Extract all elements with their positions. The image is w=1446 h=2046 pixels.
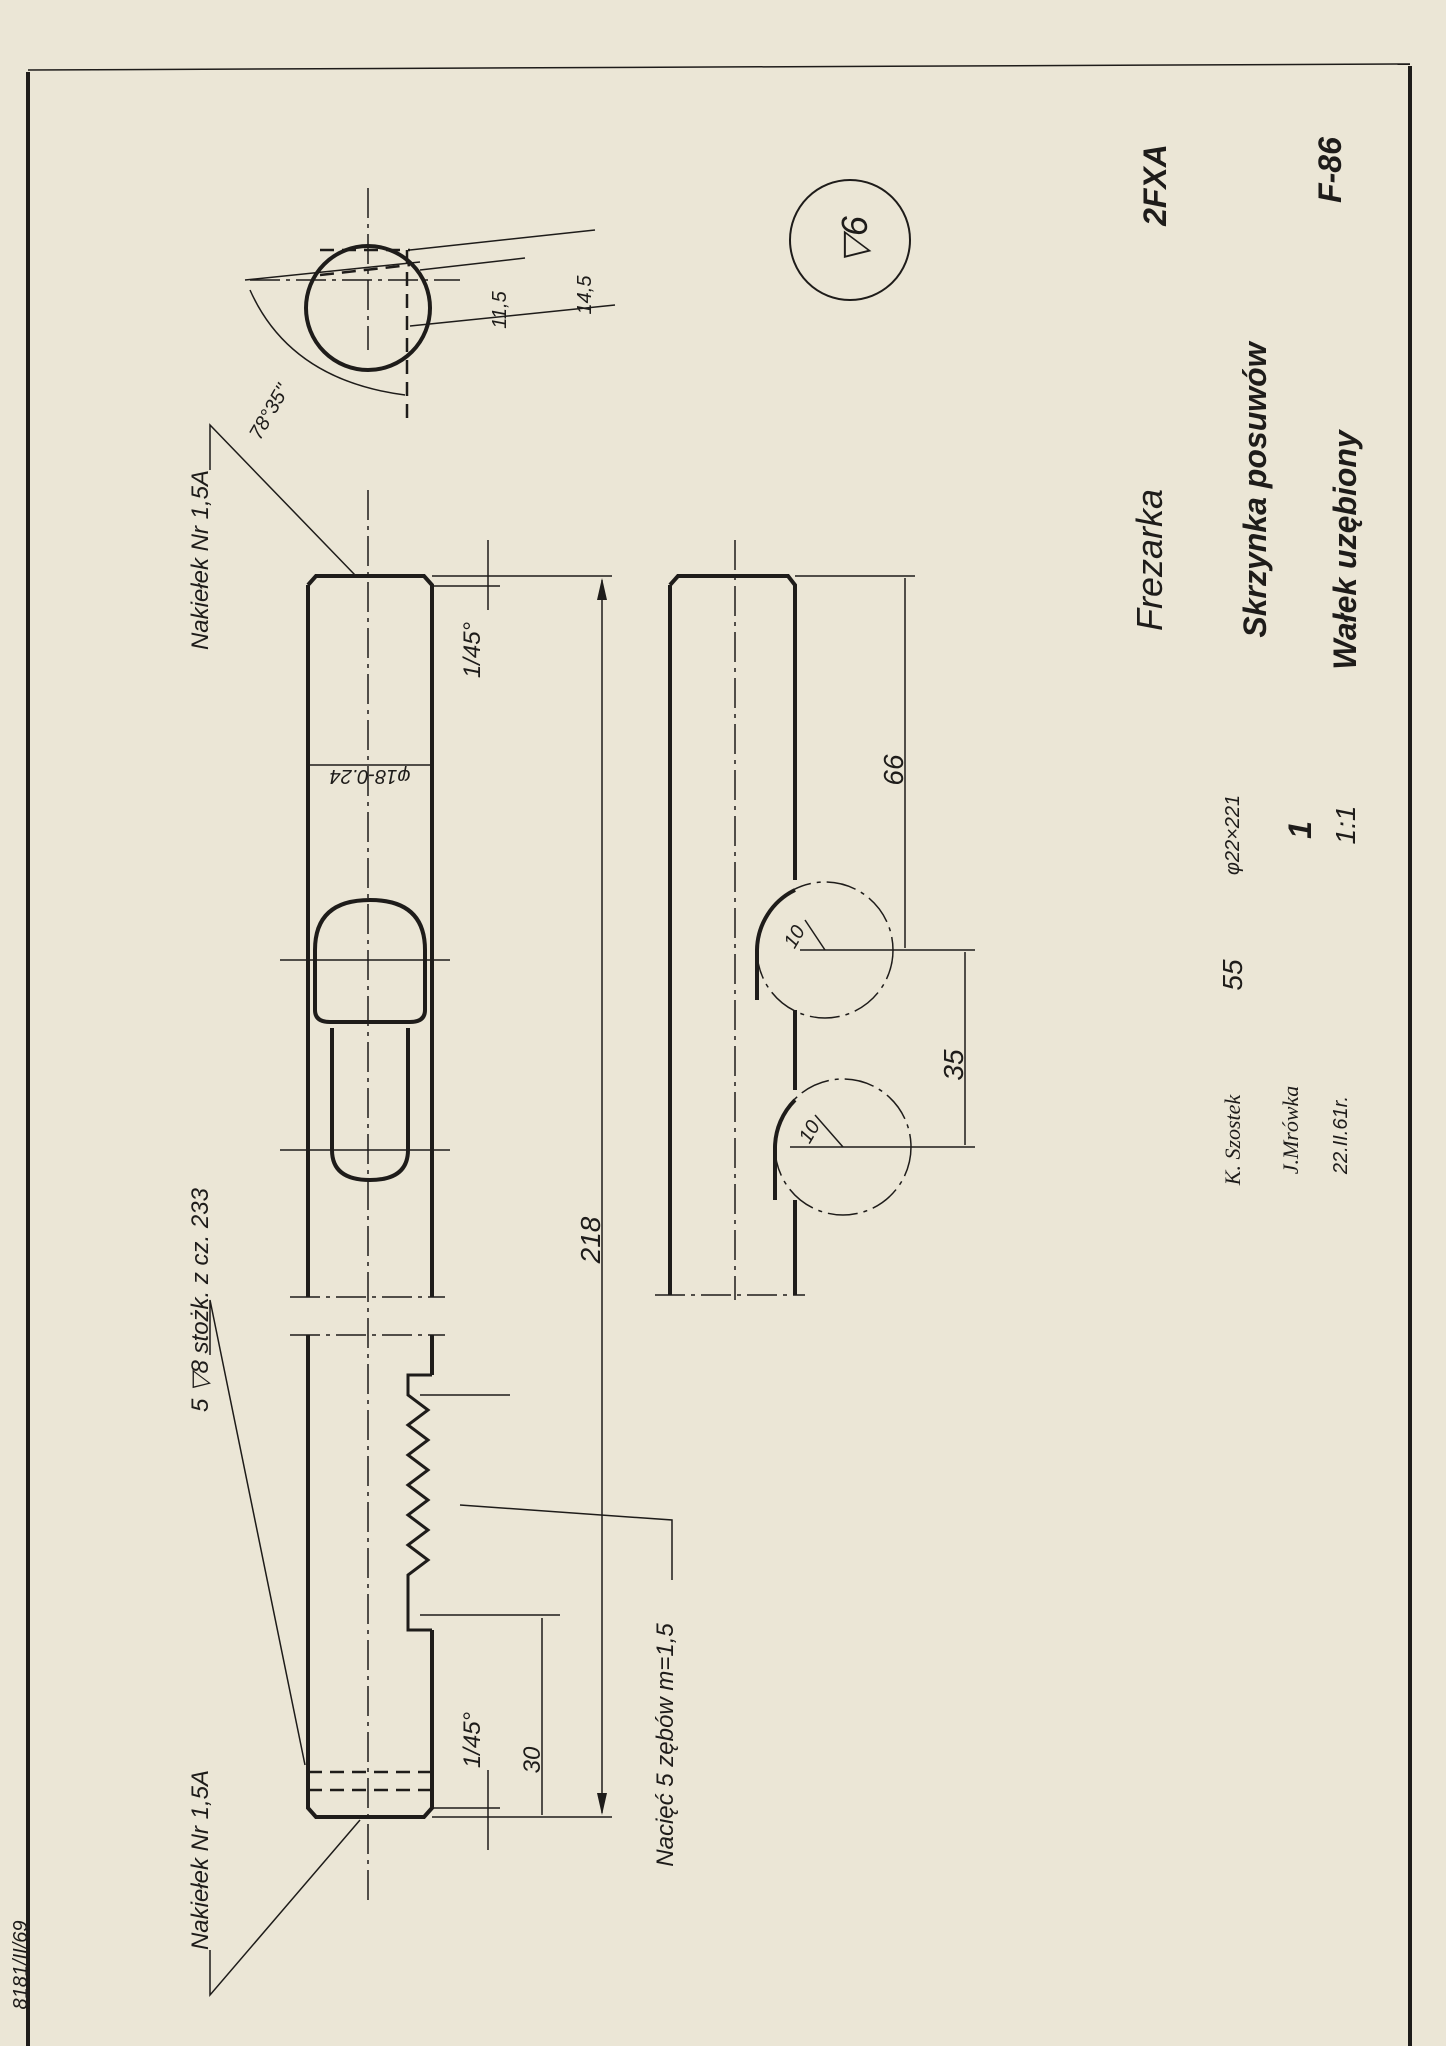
surface-finish-label: ▽6	[834, 215, 875, 264]
taper-hole-note: 5 ▽8 stożk. z cz. 233	[187, 1187, 214, 1412]
angle-label: 78°35''	[245, 379, 295, 443]
title-block: Frezarka 2FXA Skrzynka posuwów Wałek uzę…	[1129, 137, 1363, 1186]
date: 22.II.61r.	[1330, 1096, 1352, 1175]
assembly-name: Skrzynka posuwów	[1237, 340, 1273, 637]
chamfer-top-label: 1/45°	[459, 621, 486, 678]
quantity: 1	[1282, 821, 1318, 839]
part-name: Wałek uzębiony	[1327, 428, 1363, 670]
shaft-end-view	[244, 188, 616, 420]
center-hole-note-top: Nakiełek Nr 1,5A	[187, 470, 214, 650]
drawn-by: K. Szostek	[1220, 1094, 1245, 1187]
sheet-border	[26, 63, 1412, 2046]
dim-218: 218	[575, 1216, 606, 1264]
signature: J.Mrówka	[1278, 1086, 1303, 1175]
material: 55	[1217, 959, 1248, 991]
part-number: F-86	[1312, 137, 1348, 203]
chamfer-bottom-label: 1/45°	[459, 1711, 486, 1768]
machine-model: 2FXA	[1137, 144, 1173, 227]
dim-35: 35	[938, 1049, 969, 1081]
center-hole-note-bottom: Nakiełek Nr 1,5A	[187, 1770, 214, 1950]
dim-11-5: 11,5	[489, 290, 511, 328]
shaft-side-view	[655, 540, 975, 1300]
shaft-front-view	[209, 423, 673, 1998]
rack-teeth	[405, 1373, 432, 1632]
surface-finish-symbol: ▽6	[789, 179, 911, 301]
dim-30: 30	[519, 1746, 546, 1773]
drawing-number: 8181/II/69	[10, 1921, 32, 2010]
blank-size: φ22×221	[1222, 795, 1244, 875]
dim-66: 66	[878, 754, 909, 786]
dim-14-5: 14,5	[574, 275, 596, 315]
teeth-note: Nacięć 5 zębów m=1,5	[652, 1623, 679, 1867]
radius-label-1: 10	[780, 922, 810, 952]
machine-name: Frezarka	[1129, 489, 1170, 631]
diameter-label: φ18-0.24	[330, 765, 411, 787]
scale: 1:1	[1330, 806, 1361, 845]
